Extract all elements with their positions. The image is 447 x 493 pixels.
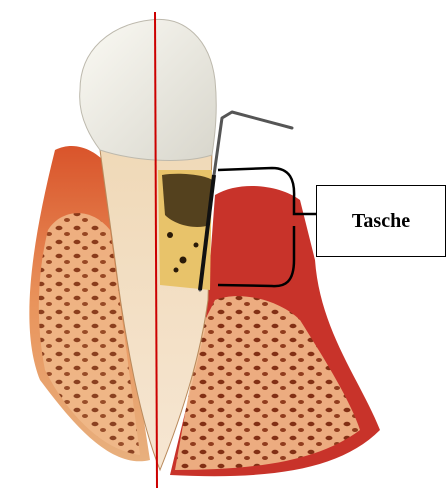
- pocket-label-box: Tasche: [316, 185, 446, 257]
- tooth-crown: [80, 19, 217, 160]
- pocket-label-text: Tasche: [352, 210, 410, 233]
